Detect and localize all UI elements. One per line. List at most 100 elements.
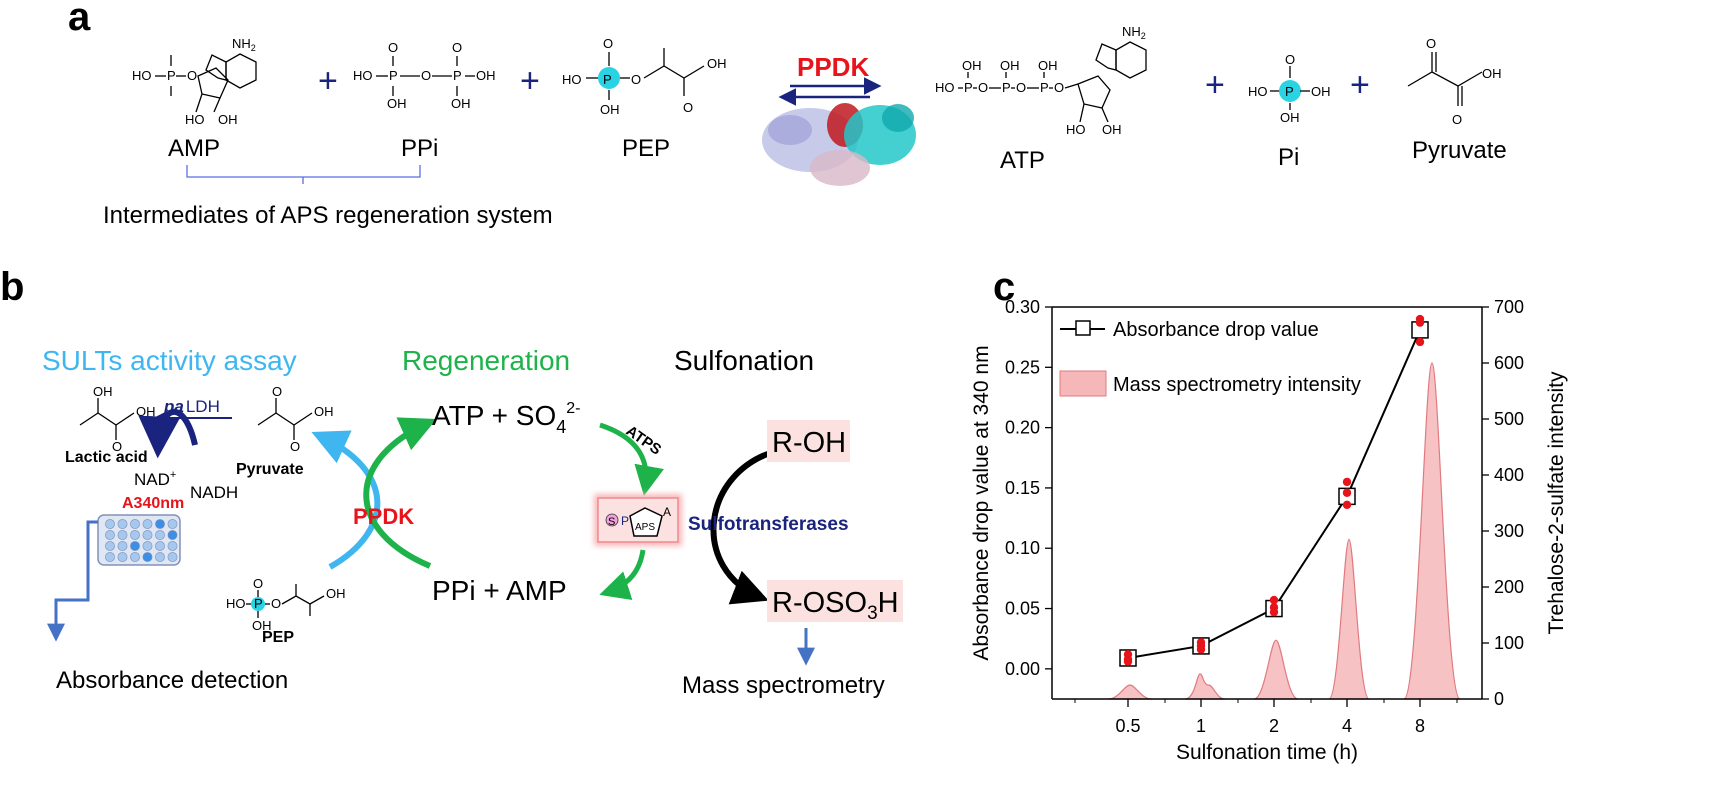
replicate-point bbox=[1342, 488, 1352, 497]
pep-small-structure: HO P O OH O OH bbox=[226, 576, 346, 633]
left-tick-label: 0.10 bbox=[1005, 538, 1040, 558]
pep-ho: HO bbox=[562, 72, 582, 87]
atp-oh-right: OH bbox=[1102, 122, 1122, 137]
well bbox=[117, 519, 128, 529]
pep-small-oh-right: OH bbox=[326, 586, 346, 601]
well bbox=[167, 552, 178, 562]
pep-label: PEP bbox=[622, 135, 670, 162]
left-tick-label: 0.05 bbox=[1005, 599, 1040, 619]
pep-small-o-top: O bbox=[253, 576, 263, 591]
well bbox=[142, 530, 153, 540]
pep-o-link: O bbox=[631, 72, 641, 87]
ppi-amp-label: PPi + AMP bbox=[432, 575, 567, 606]
aps-center-label: APS bbox=[635, 522, 655, 533]
chart-area: 0.000.050.100.150.200.250.30010020030040… bbox=[970, 297, 1568, 764]
right-tick-label: 400 bbox=[1494, 465, 1524, 485]
pyr-small-oh: OH bbox=[314, 404, 334, 419]
sulfonation-title: Sulfonation bbox=[674, 345, 814, 376]
absorbance-arrow bbox=[47, 520, 98, 642]
x-tick-label: 2 bbox=[1269, 716, 1279, 736]
legend-ms-label: Mass spectrometry intensity bbox=[1113, 374, 1361, 396]
atp-label: ATP bbox=[1000, 147, 1045, 174]
aps-molecule-box: S P APS A bbox=[594, 494, 682, 546]
atp-oh1: OH bbox=[962, 58, 982, 73]
replicate-point bbox=[1123, 657, 1133, 666]
plus-sign-3: + bbox=[1205, 66, 1225, 104]
amp-oh1: HO bbox=[185, 112, 205, 127]
ms-intensity-peak bbox=[1328, 538, 1370, 700]
ppi-o1: O bbox=[388, 40, 398, 55]
pep-small-ho: HO bbox=[226, 596, 246, 611]
right-tick-label: 0 bbox=[1494, 689, 1504, 709]
right-tick-label: 500 bbox=[1494, 409, 1524, 429]
ms-intensity-peak bbox=[1253, 639, 1299, 700]
pi-p: P bbox=[1285, 84, 1294, 99]
pyr-oh: OH bbox=[1482, 66, 1502, 81]
pi-oh-bottom: OH bbox=[1280, 110, 1300, 125]
well bbox=[155, 541, 165, 551]
left-tick-label: 0.20 bbox=[1005, 418, 1040, 438]
atp-nh2: NH2 bbox=[1122, 24, 1146, 41]
lactic-oh-top: OH bbox=[93, 384, 113, 399]
atp-oh-left: HO bbox=[1066, 122, 1086, 137]
pep-p: P bbox=[603, 72, 612, 87]
pyruvate-small-label: Pyruvate bbox=[236, 461, 304, 478]
ppdk-blue-arrow bbox=[311, 430, 381, 570]
left-axis-title: Absorbance drop value at 340 nm bbox=[970, 345, 993, 660]
nadh-label: NADH bbox=[190, 483, 238, 502]
well bbox=[142, 519, 153, 529]
left-tick-label: 0.00 bbox=[1005, 659, 1040, 679]
regeneration-title: Regeneration bbox=[402, 345, 570, 376]
amp-p-label: P bbox=[167, 68, 176, 83]
well bbox=[117, 552, 128, 562]
atps-arrow bbox=[599, 422, 664, 496]
replicate-point bbox=[1269, 595, 1279, 605]
roh-box bbox=[767, 420, 850, 462]
well bbox=[155, 519, 165, 529]
panel-letter-b: b bbox=[0, 265, 24, 309]
well bbox=[130, 519, 140, 529]
well bbox=[167, 530, 178, 540]
pi-oh-right: OH bbox=[1311, 84, 1331, 99]
right-tick-label: 200 bbox=[1494, 577, 1524, 597]
replicate-point bbox=[1196, 641, 1206, 651]
replicate-point bbox=[1123, 650, 1133, 659]
pyr-o-bottom: O bbox=[1452, 112, 1462, 127]
well bbox=[117, 530, 128, 540]
replicate-point bbox=[1415, 318, 1425, 327]
aps-a-letter: A bbox=[663, 505, 671, 519]
left-tick-label: 0.30 bbox=[1005, 297, 1040, 317]
atp-oh3: OH bbox=[1038, 58, 1058, 73]
pep-phosphate-highlight bbox=[598, 67, 620, 89]
pyruvate-label: Pyruvate bbox=[1412, 137, 1507, 164]
replicate-point bbox=[1269, 603, 1279, 612]
atp-o2: O bbox=[1016, 80, 1026, 95]
roso3h-box bbox=[767, 580, 903, 622]
ppi-oh2: OH bbox=[451, 96, 471, 111]
ppi-structure: HO P O OH O P O OH OH bbox=[353, 40, 496, 111]
well bbox=[130, 541, 140, 551]
amp-label: AMP bbox=[168, 135, 220, 162]
panel-letter-c: c bbox=[993, 265, 1015, 309]
lactic-o: O bbox=[112, 439, 122, 454]
pep-o-top: O bbox=[603, 36, 613, 51]
well bbox=[142, 541, 153, 551]
ppi-oh1: OH bbox=[387, 96, 407, 111]
aps-s-letter: S bbox=[608, 516, 615, 528]
absorbance-detection-label: Absorbance detection bbox=[56, 667, 288, 694]
plus-sign-4: + bbox=[1350, 66, 1370, 104]
ppdk-protein-structure-image bbox=[762, 103, 916, 186]
legend-absorbance-label: Absorbance drop value bbox=[1113, 319, 1319, 341]
pyruvate-small-structure: O O OH bbox=[257, 384, 334, 454]
well bbox=[155, 530, 165, 540]
ppi-oh3: OH bbox=[476, 68, 496, 83]
amp-oh2: OH bbox=[218, 112, 238, 127]
nad-label: NAD+ bbox=[134, 469, 176, 489]
ms-intensity-peak bbox=[1107, 684, 1153, 700]
lactic-acid-structure: OH O OH bbox=[79, 384, 156, 454]
well bbox=[130, 530, 140, 540]
atp-p3: P bbox=[1040, 80, 1049, 95]
x-tick-label: 1 bbox=[1196, 716, 1206, 736]
legend-square-swatch bbox=[1075, 320, 1091, 336]
lactic-acid-label: Lactic acid bbox=[65, 449, 148, 466]
